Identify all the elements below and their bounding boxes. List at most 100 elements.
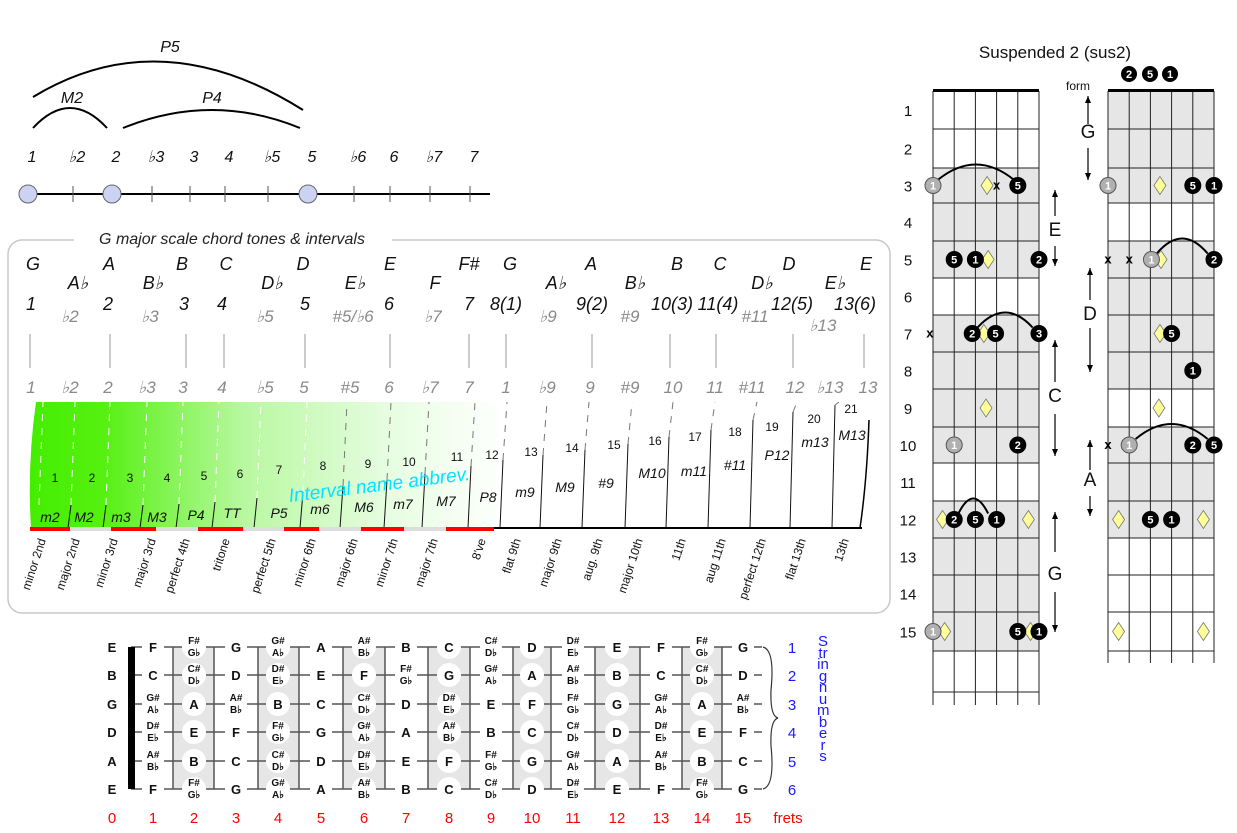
interval-name: major 2nd [53, 537, 83, 592]
note-flat: G♭ [188, 648, 201, 659]
chord-tone-dot [963, 325, 981, 342]
note-sharp: G# [146, 693, 160, 704]
arrow-down-icon [1052, 625, 1058, 632]
fret-number: 7 [904, 327, 912, 344]
interval-abbrev: P12 [765, 447, 790, 463]
fret-number: 5 [317, 810, 325, 827]
note-flat: E♭ [272, 676, 284, 687]
barre-arc [976, 311, 1034, 329]
chord-tone-dot [1009, 623, 1027, 640]
chord-tone-label: 5 [992, 329, 998, 341]
scale-degree: 5 [300, 294, 311, 314]
scale-degree: 4 [217, 294, 227, 314]
arrow-down-icon [1052, 449, 1058, 456]
note-flat: D♭ [567, 733, 579, 744]
chord-tone-label: 2 [969, 329, 975, 341]
interval-name: minor 3rd [92, 537, 121, 590]
note-natural: D [612, 725, 621, 740]
note-sharp: D# [443, 693, 456, 704]
note-name: G [26, 254, 40, 274]
open-string-note: G [107, 697, 117, 712]
note-sharp: G# [357, 721, 371, 732]
note-natural: A [697, 697, 707, 712]
fret-number: 7 [402, 810, 410, 827]
scale-degree: 11(4) [698, 294, 739, 314]
interval-separator [339, 485, 344, 529]
note-sharp: A# [567, 664, 580, 675]
muted-string-marker: x [1126, 252, 1134, 267]
root-note-label: 1 [1105, 181, 1111, 193]
form-name: C [1048, 386, 1062, 407]
note-flat: B♭ [655, 762, 667, 773]
note-background [437, 635, 461, 659]
interval-separator [581, 449, 586, 529]
interval-separator-dashed [470, 401, 476, 467]
header-tone-label: 5 [1147, 69, 1153, 81]
open-string-note: E [108, 640, 117, 655]
note-background [266, 635, 290, 659]
chord-tone-dot [988, 511, 1006, 528]
note-natural: G [444, 668, 454, 683]
fret-number: 12 [900, 513, 917, 530]
muted-string-marker: x [926, 326, 934, 341]
note-background [437, 749, 461, 773]
interval-bar [30, 527, 494, 531]
interval-degree: ♭13 [817, 378, 844, 397]
interval-abbrev: m7 [393, 496, 414, 512]
interval-number: 21 [844, 402, 858, 416]
interval-marker [30, 527, 70, 531]
interval-separator-dashed [710, 401, 716, 431]
interval-marker [284, 527, 319, 531]
interval-abbrev: #11 [724, 457, 746, 473]
interval-number: 19 [765, 420, 779, 434]
string-brace [762, 646, 779, 790]
altered-degree: ♭7 [424, 307, 442, 326]
note-natural: F [149, 640, 157, 655]
note-flat: G♭ [400, 676, 413, 687]
chord-tone-label: 5 [951, 255, 957, 267]
fret-number: 8 [445, 810, 453, 827]
interval-degree: 9 [585, 378, 595, 397]
note-background [310, 721, 332, 743]
arrow-up-icon [1052, 512, 1058, 519]
arrow-down-icon [1087, 365, 1093, 372]
note-sharp: C# [696, 664, 709, 675]
chord-tone-label: 1 [972, 255, 978, 267]
interval-separator [253, 497, 258, 529]
note-background [142, 778, 164, 800]
note-natural: G [231, 640, 241, 655]
note-sharp: G# [484, 664, 498, 675]
chord-tone-dot [1184, 362, 1202, 379]
chord-tone-dot [1163, 325, 1181, 342]
fret-number: 15 [735, 810, 752, 827]
note-background [266, 777, 290, 801]
note-sharp: A# [147, 750, 160, 761]
note-background [650, 693, 672, 715]
note-flat: B♭ [443, 733, 455, 744]
interval-degree: #11 [738, 378, 765, 397]
note-background [225, 636, 247, 658]
interval-abbrev: M9 [555, 479, 575, 495]
scale-degree-label: 5 [308, 149, 317, 166]
octave-diamond-marker [1196, 509, 1210, 530]
chord-tone-dot [1205, 436, 1223, 454]
note-background [520, 635, 544, 659]
note-natural: D [527, 640, 536, 655]
root-note-dot [945, 436, 963, 454]
interval-abbrev: m3 [111, 509, 131, 525]
note-background [395, 750, 417, 772]
note-name: A [584, 254, 597, 274]
note-background [480, 778, 502, 800]
chord-tone-label: 1 [994, 515, 1000, 527]
fret-number: 3 [904, 179, 912, 196]
note-background [732, 778, 754, 800]
note-sharp: F# [567, 693, 579, 704]
note-flat: B♭ [358, 648, 370, 659]
chord-tone-label: 1 [1169, 515, 1175, 527]
open-string-note: D [107, 725, 116, 740]
chord-tone-label: 5 [1169, 329, 1175, 341]
form-label: form [1066, 79, 1090, 93]
chord-tone-dot [1205, 251, 1223, 268]
chord-tone-label: 5 [1015, 181, 1021, 193]
